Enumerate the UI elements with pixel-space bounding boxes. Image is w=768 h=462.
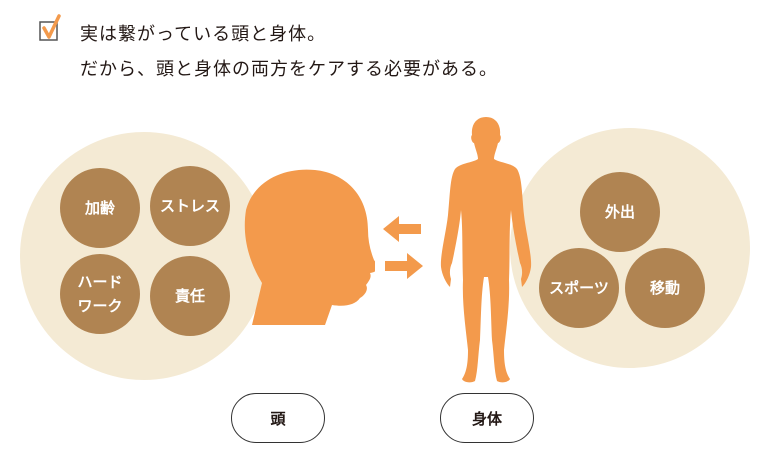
factor-going-out: 外出 bbox=[580, 172, 660, 252]
factor-aging: 加齢 bbox=[60, 168, 140, 248]
head-factors-circle bbox=[20, 132, 268, 380]
factor-stress: ストレス bbox=[150, 166, 230, 246]
factor-hard-work: ハード ワーク bbox=[60, 254, 140, 334]
headline-line-1: 実は繋がっている頭と身体。 bbox=[80, 24, 327, 45]
label-body: 身体 bbox=[440, 393, 534, 443]
factor-responsibility: 責任 bbox=[150, 256, 230, 336]
checkbox-icon bbox=[38, 14, 64, 44]
label-head: 頭 bbox=[231, 393, 325, 443]
arrow-left-icon bbox=[383, 216, 423, 246]
factor-travel: 移動 bbox=[625, 248, 705, 328]
head-silhouette-icon bbox=[240, 165, 378, 334]
factor-sports: スポーツ bbox=[539, 248, 619, 328]
body-silhouette-icon bbox=[438, 115, 534, 391]
arrow-right-icon bbox=[383, 253, 423, 283]
headline-line-2: だから、頭と身体の両方をケアする必要がある。 bbox=[80, 59, 498, 80]
